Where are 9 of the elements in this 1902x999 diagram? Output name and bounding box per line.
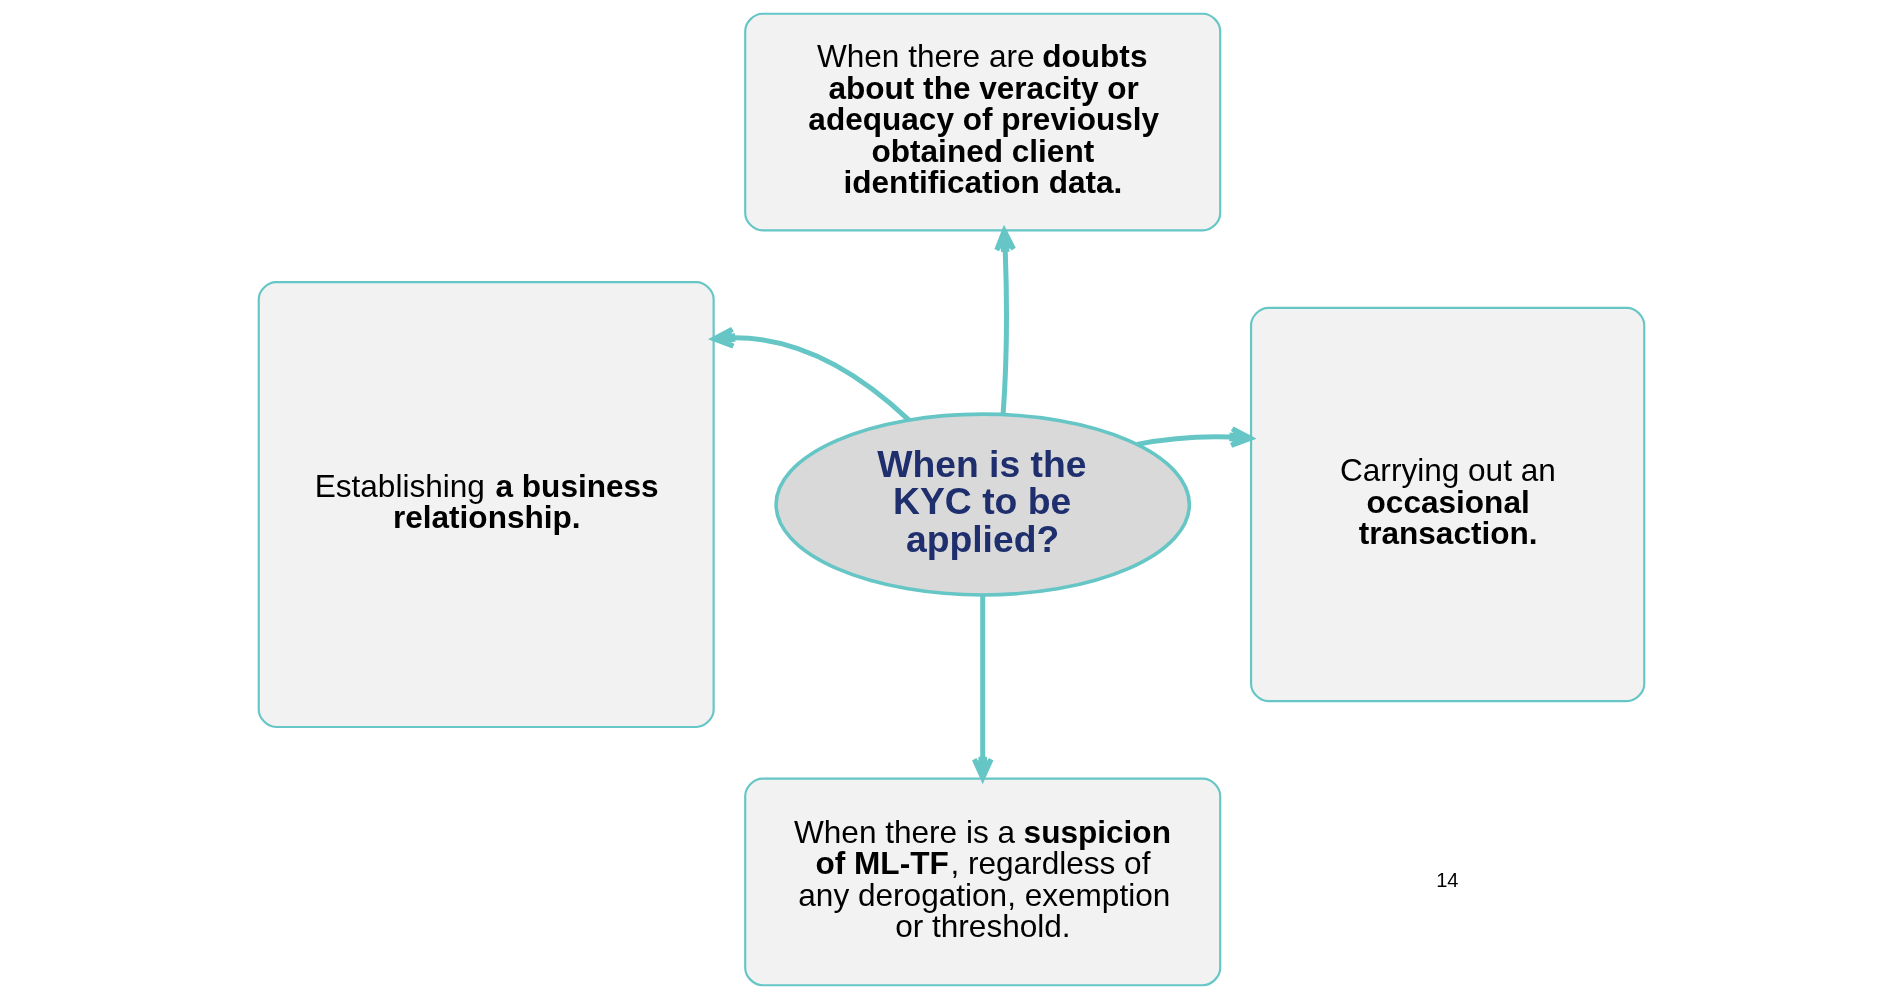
arrow [971,595,994,781]
arrow [993,228,1016,415]
node-box: When there are doubts about the veracity or adequacy of previously obtained client identification data. [743,12,1221,232]
node-box: When there is a suspicion of ML-TF, regardless of any derogation, exemption or threshold. [743,777,1221,987]
node-ellipse: When is the KYC to be applied? [773,412,1191,597]
label: 14 [1435,869,1459,892]
arrow [711,326,910,422]
node-box: Carrying out an occasional transaction. [1249,306,1645,703]
node-box: Establishing a business relationship. [257,281,715,729]
